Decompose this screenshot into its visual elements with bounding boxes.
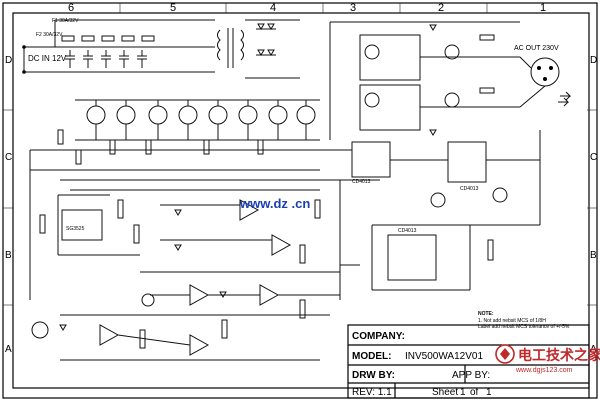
row-marker: A: [590, 344, 597, 355]
model-label: MODEL:: [352, 351, 391, 362]
row-marker: C: [590, 152, 597, 163]
ic-label: CD4013: [460, 186, 479, 192]
notes-title: NOTE:: [478, 311, 494, 317]
of-label: of: [470, 387, 479, 398]
pwm-controller: SG3525: [39, 194, 140, 256]
row-marker: B: [590, 250, 597, 261]
input-capacitors: [65, 50, 147, 68]
row-markers: D C B A D C B A: [3, 55, 597, 355]
company-label: COMPANY:: [352, 331, 405, 342]
bridge-rectifier: [245, 19, 300, 79]
site-url: www.dgjs123.com: [515, 367, 573, 374]
revision-label: REV: 1.1: [352, 387, 392, 398]
column-markers: 6 5 4 3 2 1: [68, 2, 546, 14]
protection-opamps: [31, 180, 360, 361]
fuse-label: F1 30A/32V: [52, 18, 79, 24]
title-block: COMPANY: MODEL: INV500WA12V01 DRW BY: AP…: [347, 324, 590, 399]
ic-label: CD4013: [352, 179, 371, 185]
output-h-bridge: [329, 21, 520, 140]
transformer: [217, 28, 244, 68]
site-logo: 电工技术之家 www.dgjs123.com: [495, 344, 600, 374]
column-marker: 4: [270, 2, 276, 14]
drawing-border: [12, 12, 590, 389]
fuse-bank: [61, 35, 155, 42]
row-marker: D: [5, 55, 12, 66]
notes-line: Label add nebsit MCS tolerance of +/-5%: [478, 324, 570, 330]
row-marker: A: [5, 344, 12, 355]
sheet-label: Sheet: [432, 387, 458, 398]
dc-in-label: DC IN 12V: [28, 54, 67, 63]
ic-label: CD4013: [398, 228, 417, 234]
row-marker: C: [5, 152, 12, 163]
drawn-by-label: DRW BY:: [352, 370, 395, 381]
ac-out-label: AC OUT 230V: [514, 45, 559, 52]
notes-line: 1. Not add nebsit MCS of 1/8H: [478, 318, 546, 324]
ic-label: SG3525: [66, 226, 85, 232]
dc-input-section: F1 30A/32V F2 30A/32V DC IN 12V: [22, 18, 215, 74]
flip-flop-ics: CD4013 CD4013 CD4013: [320, 130, 541, 291]
column-marker: 6: [68, 2, 74, 14]
model-value: INV500WA12V01: [405, 351, 483, 362]
ac-output-connector: AC OUT 230V: [514, 45, 572, 108]
approved-by-label: APP BY:: [452, 370, 490, 381]
mosfet-bank: [75, 99, 320, 141]
drawing-notes: NOTE: 1. Not add nebsit MCS of 1/8H Labe…: [478, 311, 570, 330]
column-marker: 5: [170, 2, 176, 14]
column-marker: 1: [540, 2, 546, 14]
sheet-number: 1: [460, 387, 466, 398]
gate-drive-network: [29, 129, 380, 300]
watermark-url: www.dz .cn: [239, 196, 310, 211]
column-marker: 2: [438, 2, 444, 14]
fuse-label: F2 30A/32V: [36, 32, 63, 38]
site-name: 电工技术之家: [518, 347, 600, 364]
column-marker: 3: [350, 2, 356, 14]
row-marker: B: [5, 250, 12, 261]
sheet-count: 1: [486, 387, 492, 398]
row-marker: D: [590, 55, 597, 66]
